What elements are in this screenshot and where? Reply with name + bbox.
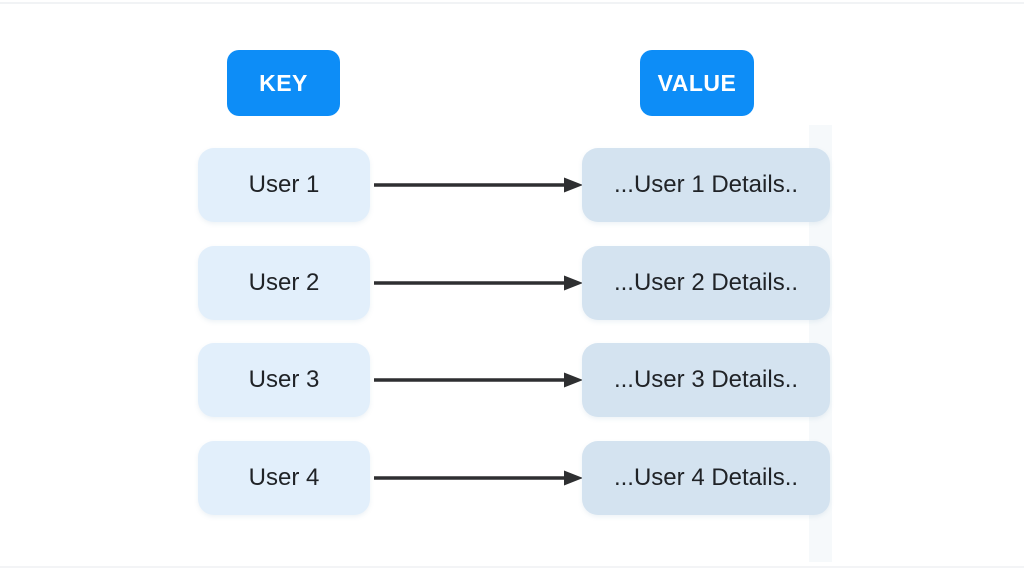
value-column-header: VALUE — [640, 50, 754, 116]
arrow-icon — [373, 469, 585, 487]
key-column-header: KEY — [227, 50, 340, 116]
key-box-label: User 4 — [248, 464, 320, 491]
arrow-icon — [373, 371, 585, 389]
value-box: ...User 1 Details.. — [582, 148, 830, 222]
key-box-label: User 2 — [248, 269, 320, 296]
value-column-header-label: VALUE — [657, 69, 737, 96]
key-box: User 4 — [198, 441, 370, 515]
value-box-label: ...User 4 Details.. — [613, 464, 799, 491]
key-box: User 1 — [198, 148, 370, 222]
key-box: User 2 — [198, 246, 370, 320]
arrow-icon — [373, 274, 585, 292]
value-box-label: ...User 1 Details.. — [613, 171, 799, 198]
value-box: ...User 2 Details.. — [582, 246, 830, 320]
value-box: ...User 3 Details.. — [582, 343, 830, 417]
value-box-label: ...User 3 Details.. — [613, 366, 799, 393]
key-box-label: User 3 — [248, 366, 320, 393]
key-box-label: User 1 — [248, 171, 320, 198]
key-box: User 3 — [198, 343, 370, 417]
arrow-icon — [373, 176, 585, 194]
top-divider — [0, 2, 1024, 4]
key-column-header-label: KEY — [259, 69, 308, 96]
value-box-label: ...User 2 Details.. — [613, 269, 799, 296]
bottom-divider — [0, 566, 1024, 568]
value-box: ...User 4 Details.. — [582, 441, 830, 515]
